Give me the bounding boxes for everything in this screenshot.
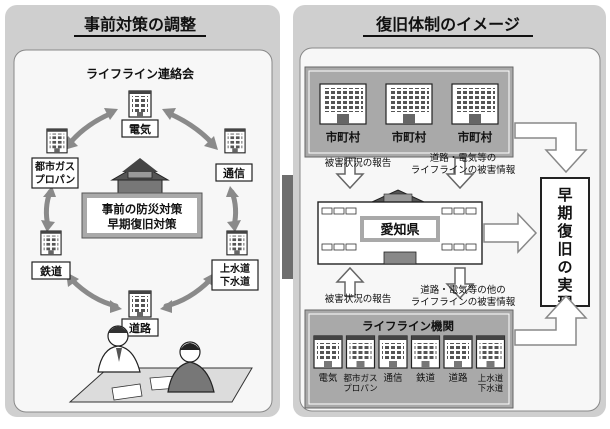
arrowhead	[162, 108, 176, 120]
prefecture-label: 愛知県	[380, 222, 419, 238]
node-electricity-box	[121, 119, 159, 138]
org-building-icon	[475, 335, 506, 369]
building-icon	[224, 128, 246, 154]
upper-right-label: 道路・電気等のライフラインの被害情報	[411, 152, 516, 176]
municipality-label-1: 市町村	[326, 130, 361, 144]
prefecture-label-inner	[364, 220, 436, 238]
org-building-icon	[313, 335, 343, 369]
result-label-line: 旧	[557, 240, 572, 258]
node-gas-label-line: プロパン	[35, 173, 76, 186]
node-road-label: 道路	[129, 321, 152, 335]
arrowhead	[204, 136, 218, 150]
municipality-windows	[455, 88, 495, 112]
node-gas-box	[31, 157, 79, 189]
lower-right-label-line: 道路・電気等の他の	[420, 284, 506, 296]
lifeline-org-inner	[308, 313, 510, 405]
result-label-line: 期	[557, 204, 572, 222]
node-water-label-line: 下水道	[220, 275, 250, 288]
org-label: 都市ガスプロパン	[343, 373, 377, 394]
building-icon	[128, 290, 152, 318]
prefecture-to-result-arrow	[483, 212, 538, 254]
right-panel: 復旧体制のイメージ 市町村 市町村 市町村 被害状況の報告 道路・電気等のライフ…	[293, 5, 606, 417]
upper-arrows	[335, 157, 475, 190]
municipality-label-3: 市町村	[458, 130, 493, 144]
node-water-box	[211, 259, 259, 291]
lower-left-label: 被害状況の報告	[325, 293, 392, 305]
building-icon	[226, 230, 248, 256]
down-arrow	[335, 157, 365, 190]
arrowhead	[160, 300, 172, 313]
upper-right-label-line: 道路・電気等の	[430, 152, 497, 164]
org-label: 道路	[448, 372, 468, 384]
result-label: 早期復旧の実現	[556, 186, 573, 312]
prefecture-windows	[321, 207, 477, 251]
org-label: 電気	[318, 372, 338, 384]
elbow-arrow-top	[514, 122, 588, 174]
node-railway-label: 鉄道	[40, 264, 62, 278]
upper-right-label-line: ライフラインの被害情報	[411, 164, 516, 176]
prefecture-door	[383, 251, 417, 265]
castle-icon	[110, 158, 170, 195]
right-panel-title: 復旧体制のイメージ	[375, 15, 520, 34]
arrowhead	[41, 220, 55, 232]
building-icon	[128, 90, 152, 118]
org-building-icon	[378, 335, 408, 369]
center-line-2: 早期復旧対策	[108, 217, 177, 231]
municipality-door	[469, 114, 481, 124]
center-line-1: 事前の防災対策	[102, 202, 183, 216]
org-label: 上水道下水道	[478, 373, 504, 394]
arrowhead	[110, 300, 122, 313]
node-water-label: 上水道下水道	[220, 262, 250, 288]
municipality-label-2: 市町村	[392, 130, 427, 144]
elbow-arrows	[514, 122, 588, 346]
lower-right-label-line: ライフラインの被害情報	[411, 296, 516, 308]
left-panel: 事前対策の調整 ライフライン連絡会 電	[5, 5, 280, 417]
result-label-line: の	[557, 258, 572, 276]
org-building-icon	[443, 335, 473, 369]
lower-arrows	[335, 266, 475, 300]
node-gas-label-line: 都市ガス	[34, 160, 75, 173]
result-label-line: 実	[557, 276, 572, 294]
up-arrow	[335, 266, 365, 297]
result-label-line: 早	[557, 186, 572, 204]
meeting-people-illustration	[68, 325, 253, 403]
building-icon	[46, 128, 68, 154]
down-arrow	[445, 267, 475, 300]
lifeline-org-title: ライフライン機関	[362, 319, 454, 333]
municipalities-inner	[308, 70, 510, 154]
lower-right-label: 道路・電気等の他のライフラインの被害情報	[411, 284, 516, 308]
lifeline-org-buildings: 電気都市ガスプロパン通信 鉄道道路上水道下水道	[313, 335, 506, 394]
org-building-icon	[410, 335, 441, 369]
arrowhead	[43, 186, 56, 197]
result-label-line: 復	[556, 222, 573, 240]
arrowhead	[226, 186, 239, 197]
org-label: 鉄道	[416, 372, 436, 384]
node-telecom-label: 通信	[223, 166, 245, 180]
left-panel-title: 事前対策の調整	[84, 15, 196, 34]
arrowhead	[227, 220, 241, 232]
municipality-door	[337, 114, 349, 124]
node-electricity-label: 電気	[129, 122, 151, 136]
elbow-arrow-bottom	[514, 294, 588, 346]
arrowhead	[104, 108, 118, 120]
node-telecom-box	[215, 163, 253, 182]
council-label: ライフライン連絡会	[86, 66, 195, 81]
node-gas-label: 都市ガスプロパン	[34, 160, 75, 186]
node-railway-box	[31, 261, 71, 280]
down-arrow	[445, 157, 475, 190]
node-water-label-line: 上水道	[220, 262, 250, 275]
center-measures-inner	[87, 198, 197, 233]
org-building-icon	[345, 335, 376, 369]
upper-left-label: 被害状況の報告	[325, 157, 392, 169]
building-icon	[40, 230, 62, 256]
municipality-door	[403, 114, 415, 124]
municipality-windows	[323, 88, 363, 112]
municipality-windows	[389, 88, 429, 112]
org-label: 通信	[383, 372, 402, 384]
